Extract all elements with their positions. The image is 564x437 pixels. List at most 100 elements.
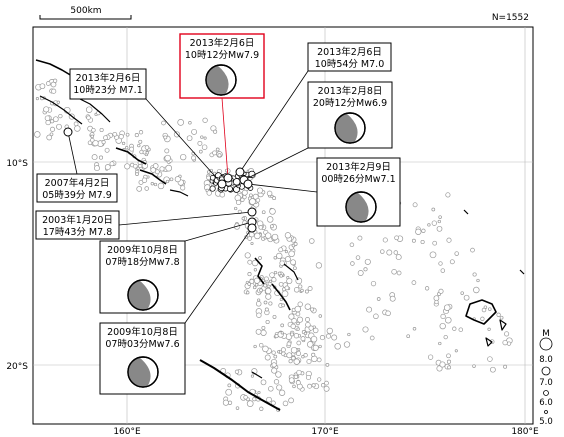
seismicity-dot xyxy=(45,119,51,126)
seismicity-dot xyxy=(268,386,274,392)
legend-label-m5: 5.0 xyxy=(539,417,553,427)
event-date: 2009年10月8日 xyxy=(107,244,178,256)
seismicity-dot xyxy=(296,316,304,323)
event-time-magnitude: 05時39分 M7.9 xyxy=(42,190,112,201)
seismicity-dot xyxy=(125,146,129,150)
seismicity-dot xyxy=(429,251,437,259)
seismicity-dot xyxy=(312,327,319,334)
seismicity-dot xyxy=(431,207,436,212)
legend-label-m6: 6.0 xyxy=(539,398,553,408)
seismicity-dot xyxy=(424,286,430,291)
seismicity-dot xyxy=(350,261,355,266)
seismicity-dot xyxy=(270,400,276,406)
seismicity-dot xyxy=(257,298,261,302)
seismicity-dot xyxy=(296,321,300,326)
seismicity-dot xyxy=(311,383,316,388)
seismicity-dot xyxy=(255,197,261,203)
event-date: 2013年2月8日 xyxy=(318,85,383,97)
seismicity-dot xyxy=(293,333,300,339)
seismicity-dot xyxy=(125,132,130,137)
seismicity-dot xyxy=(295,277,303,285)
seismicity-dot xyxy=(157,182,165,190)
seismicity-dot xyxy=(292,384,296,389)
seismicity-dot xyxy=(439,322,446,330)
seismicity-dot xyxy=(201,144,208,150)
seismicity-dot xyxy=(277,271,282,276)
seismicity-dot xyxy=(291,318,297,324)
seismicity-dot xyxy=(427,354,434,360)
seismicity-dot xyxy=(144,145,150,150)
seismicity-dot xyxy=(288,397,294,404)
seismicity-dot xyxy=(411,238,416,243)
seismicity-dot xyxy=(304,289,309,294)
seismicity-dot xyxy=(458,327,464,332)
seismicity-dot xyxy=(279,297,283,302)
seismicity-dot xyxy=(268,279,273,283)
seismicity-dot xyxy=(355,255,361,260)
seismicity-dot xyxy=(421,228,426,233)
seismicity-dot xyxy=(319,335,325,341)
seismicity-dot xyxy=(150,182,154,186)
seismicity-dot xyxy=(250,241,254,246)
seismicity-dot xyxy=(303,353,308,358)
seismicity-dot xyxy=(255,301,262,307)
seismicity-dot xyxy=(112,131,118,137)
seismicity-dot xyxy=(265,232,272,239)
seismicity-dot xyxy=(325,333,332,339)
seismicity-dot xyxy=(324,380,329,386)
seismicity-dot xyxy=(240,197,245,202)
seismicity-dot xyxy=(273,270,278,275)
seismicity-dot xyxy=(137,143,141,148)
seismicity-dot xyxy=(52,116,59,123)
event-time-magnitude: 07時03分Mw7.6 xyxy=(105,339,179,350)
seismicity-dot xyxy=(440,313,446,320)
seismicity-dot xyxy=(247,259,253,265)
seismicity-dot xyxy=(177,119,185,126)
seismicity-dot xyxy=(226,185,233,192)
seismicity-dot xyxy=(56,100,60,104)
seismicity-dot xyxy=(499,315,504,320)
seismicity-dot xyxy=(306,358,312,365)
leader-line xyxy=(184,221,253,242)
seismicity-dot xyxy=(369,335,375,341)
seismicity-dot xyxy=(325,363,330,367)
seismicity-dot xyxy=(280,331,284,335)
seismicity-dot xyxy=(256,312,262,318)
seismicity-dot xyxy=(446,359,452,364)
seismicity-dot xyxy=(366,306,373,313)
seismicity-dot xyxy=(164,154,171,162)
seismicity-dot xyxy=(272,314,277,319)
event-time-magnitude: 20時12分Mw6.9 xyxy=(313,98,387,109)
seismicity-dot xyxy=(269,208,276,215)
seismicity-dot xyxy=(311,352,316,357)
event-time-magnitude: 07時18分Mw7.8 xyxy=(105,257,179,268)
seismicity-dot xyxy=(163,135,168,140)
seismicity-dot xyxy=(279,274,283,278)
seismicity-dot xyxy=(198,149,203,154)
seismicity-dot xyxy=(443,304,451,311)
seismicity-dot xyxy=(286,276,290,280)
seismicity-dot xyxy=(286,352,293,359)
seismicity-dot xyxy=(249,193,253,198)
seismicity-dot xyxy=(136,166,140,170)
event-label-box xyxy=(307,42,392,72)
seismicity-dot xyxy=(411,280,417,285)
seismicity-dot xyxy=(265,293,272,300)
seismicity-dot xyxy=(273,354,278,359)
seismicity-dot xyxy=(288,359,293,364)
seismicity-dot xyxy=(284,285,290,291)
seismicity-dot xyxy=(49,126,56,132)
seismicity-dot xyxy=(191,128,198,135)
seismicity-dot xyxy=(288,313,295,320)
seismicity-dot xyxy=(286,341,292,347)
seismicity-dot xyxy=(454,349,458,353)
seismicity-dot xyxy=(197,140,203,146)
seismicity-dot xyxy=(310,335,318,343)
seismicity-dot xyxy=(284,232,292,239)
seismicity-dot xyxy=(427,223,431,227)
seismicity-dot xyxy=(51,88,57,94)
magnitude-legend: M 8.0 7.0 6.0 5.0 xyxy=(539,329,553,427)
seismicity-dot xyxy=(269,272,275,278)
leader-line xyxy=(67,131,78,175)
